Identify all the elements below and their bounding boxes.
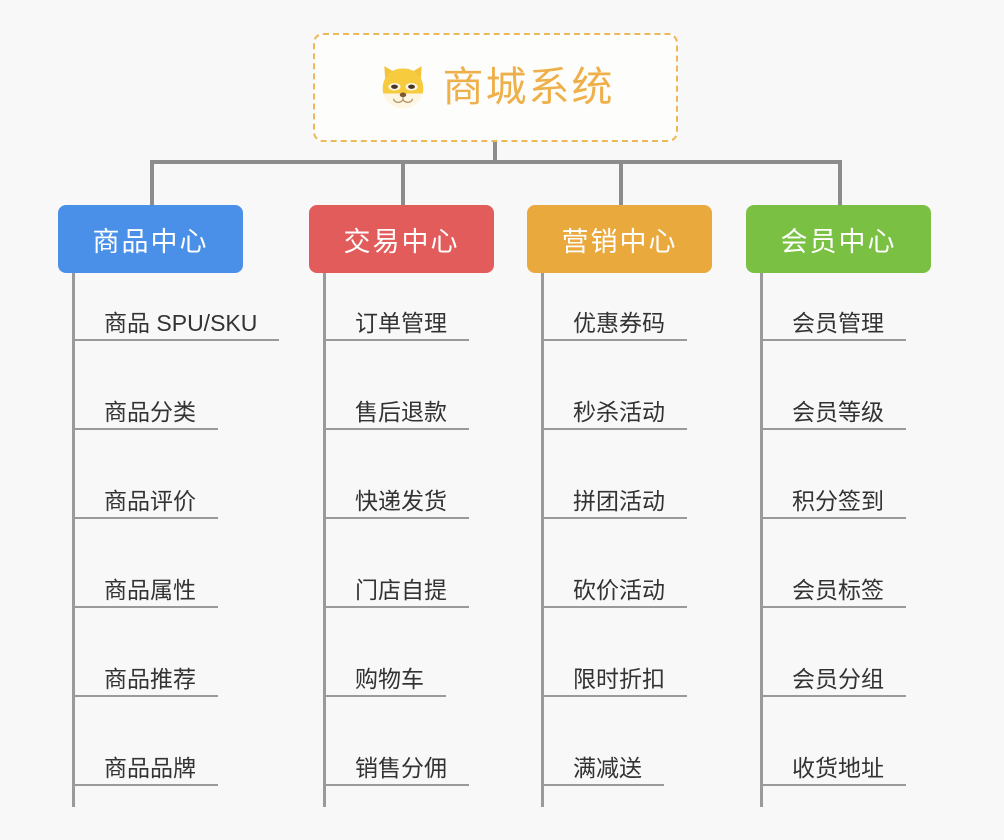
leaf-spine bbox=[760, 273, 763, 807]
leaf-item-label: 商品品牌 bbox=[104, 754, 196, 781]
leaf-item[interactable]: 商品评价 bbox=[72, 451, 218, 519]
leaf-item[interactable]: 会员管理 bbox=[760, 273, 906, 341]
connector-drop-member-center bbox=[838, 160, 842, 205]
connector-drop-product-center bbox=[150, 160, 154, 205]
leaf-item-label: 商品评价 bbox=[104, 487, 196, 514]
leaf-item-label: 商品属性 bbox=[104, 576, 196, 603]
leaf-item[interactable]: 会员分组 bbox=[760, 629, 906, 697]
category-column-trade-center: 交易中心 订单管理 售后退款 快递发货 门店自提 购物车 销售分佣 bbox=[309, 205, 494, 807]
leaf-item[interactable]: 订单管理 bbox=[323, 273, 469, 341]
leaf-item[interactable]: 商品分类 bbox=[72, 362, 218, 430]
connector-trunk-bar bbox=[150, 160, 841, 164]
leaf-item-label: 满减送 bbox=[573, 754, 642, 781]
leaf-item[interactable]: 会员等级 bbox=[760, 362, 906, 430]
shiba-dog-face-icon bbox=[382, 65, 423, 108]
leaf-item[interactable]: 秒杀活动 bbox=[541, 362, 687, 430]
leaf-item-label: 积分签到 bbox=[792, 487, 884, 514]
leaf-item-label: 购物车 bbox=[355, 665, 424, 692]
leaf-item[interactable]: 售后退款 bbox=[323, 362, 469, 430]
leaf-item-label: 订单管理 bbox=[355, 309, 447, 336]
category-header-label: 商品中心 bbox=[92, 226, 209, 257]
leaf-item[interactable]: 拼团活动 bbox=[541, 451, 687, 519]
category-column-product-center: 商品中心 商品 SPU/SKU 商品分类 商品评价 商品属性 商品推荐 商品品牌 bbox=[58, 205, 280, 807]
leaf-item[interactable]: 收货地址 bbox=[760, 718, 906, 786]
leaf-item-label: 商品分类 bbox=[104, 398, 196, 425]
leaf-item-label: 快递发货 bbox=[355, 487, 447, 514]
leaf-item-label: 会员等级 bbox=[792, 398, 884, 425]
leaf-item[interactable]: 砍价活动 bbox=[541, 540, 687, 608]
leaf-item[interactable]: 满减送 bbox=[541, 718, 664, 786]
leaf-item[interactable]: 门店自提 bbox=[323, 540, 469, 608]
leaf-spine bbox=[323, 273, 326, 807]
leaf-item[interactable]: 销售分佣 bbox=[323, 718, 469, 786]
leaf-item-label: 门店自提 bbox=[355, 576, 447, 603]
leaf-item-label: 砍价活动 bbox=[573, 576, 665, 603]
leaf-item-label: 会员管理 bbox=[792, 309, 884, 336]
leaf-item-label: 售后退款 bbox=[355, 398, 447, 425]
leaf-item-label: 会员分组 bbox=[792, 665, 884, 692]
category-header-label: 营销中心 bbox=[561, 226, 678, 257]
leaf-item-label: 限时折扣 bbox=[573, 665, 665, 692]
leaf-item[interactable]: 购物车 bbox=[323, 629, 446, 697]
category-header-trade-center[interactable]: 交易中心 bbox=[309, 205, 494, 273]
leaf-item[interactable]: 限时折扣 bbox=[541, 629, 687, 697]
leaf-item[interactable]: 商品品牌 bbox=[72, 718, 218, 786]
root-node-title: 商城系统 bbox=[442, 64, 615, 110]
leaf-item-label: 会员标签 bbox=[792, 576, 884, 603]
leaf-spine bbox=[72, 273, 75, 807]
category-header-marketing-center[interactable]: 营销中心 bbox=[527, 205, 712, 273]
leaf-spine bbox=[541, 273, 544, 807]
leaf-item[interactable]: 积分签到 bbox=[760, 451, 906, 519]
root-node[interactable]: 商城系统 bbox=[313, 33, 678, 142]
leaf-item[interactable]: 会员标签 bbox=[760, 540, 906, 608]
leaf-item-label: 商品 SPU/SKU bbox=[104, 309, 258, 336]
leaf-item[interactable]: 商品 SPU/SKU bbox=[72, 273, 280, 341]
connector-drop-trade-center bbox=[401, 160, 405, 205]
leaf-item[interactable]: 商品属性 bbox=[72, 540, 218, 608]
leaf-item-label: 秒杀活动 bbox=[573, 398, 665, 425]
leaf-item[interactable]: 商品推荐 bbox=[72, 629, 218, 697]
category-column-member-center: 会员中心 会员管理 会员等级 积分签到 会员标签 会员分组 收货地址 bbox=[746, 205, 931, 807]
category-header-member-center[interactable]: 会员中心 bbox=[746, 205, 931, 273]
connector-root-stem bbox=[493, 142, 497, 164]
leaf-item-label: 优惠券码 bbox=[573, 309, 665, 336]
leaf-item[interactable]: 优惠券码 bbox=[541, 273, 687, 341]
category-header-product-center[interactable]: 商品中心 bbox=[58, 205, 243, 273]
leaf-item-label: 拼团活动 bbox=[573, 487, 665, 514]
category-column-marketing-center: 营销中心 优惠券码 秒杀活动 拼团活动 砍价活动 限时折扣 满减送 bbox=[527, 205, 712, 807]
leaf-item-label: 销售分佣 bbox=[355, 754, 447, 781]
leaf-item-label: 收货地址 bbox=[792, 754, 884, 781]
leaf-item-label: 商品推荐 bbox=[104, 665, 196, 692]
leaf-item[interactable]: 快递发货 bbox=[323, 451, 469, 519]
category-header-label: 会员中心 bbox=[780, 226, 897, 257]
category-header-label: 交易中心 bbox=[343, 226, 460, 257]
connector-drop-marketing-center bbox=[619, 160, 623, 205]
